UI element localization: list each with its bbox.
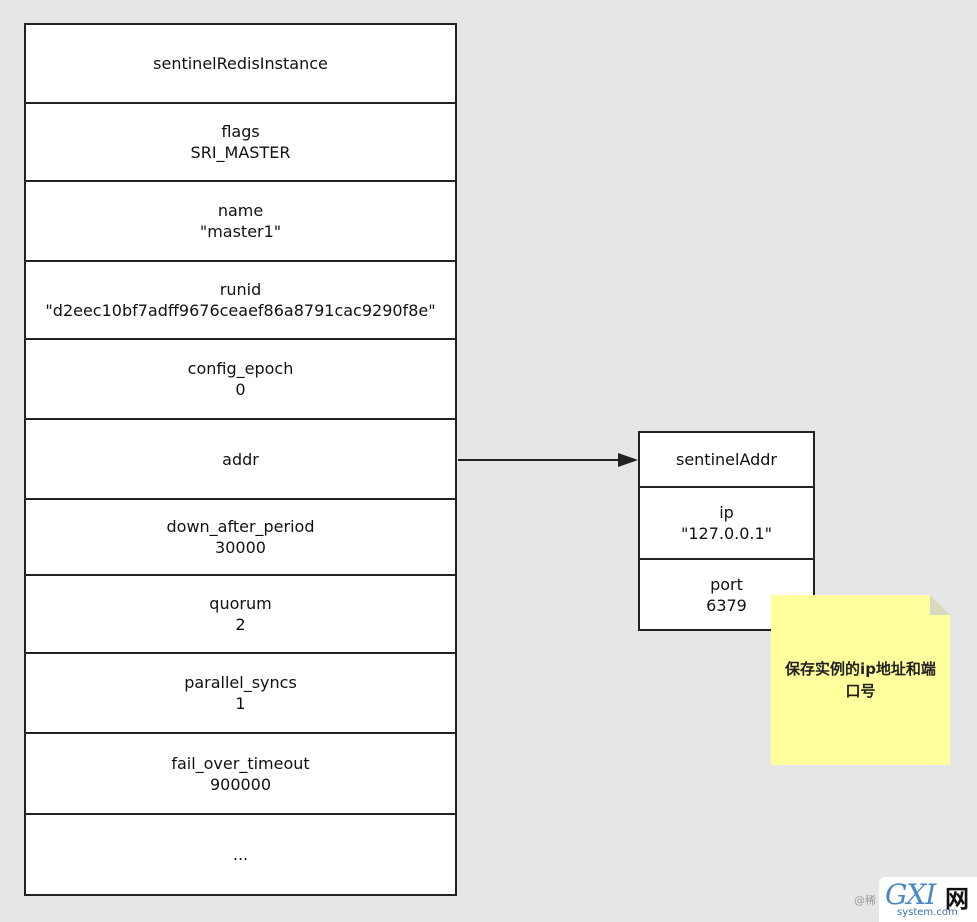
cell-value: "127.0.0.1"	[680, 524, 773, 543]
note-text: 保存实例的ip地址和端口号	[785, 660, 936, 700]
struct-cell: ...	[26, 815, 455, 894]
watermark-brand-cn: 网	[945, 884, 969, 913]
cell-value: 2	[235, 615, 246, 634]
struct-cell: config_epoch 0	[26, 340, 455, 420]
cell-value: 30000	[215, 538, 266, 557]
watermark-logo: GXI 网 system.com	[879, 877, 977, 922]
cell-label: runid	[219, 280, 262, 299]
cell-label: addr	[222, 449, 259, 469]
struct-cell: parallel_syncs 1	[26, 654, 455, 734]
watermark-brand: GXI	[885, 878, 936, 911]
cell-label: parallel_syncs	[184, 673, 297, 692]
struct-cell: sentinelRedisInstance	[26, 25, 455, 104]
watermark-prefix: @稀	[854, 894, 876, 907]
cell-label: sentinelAddr	[675, 450, 778, 469]
cell-value: "d2eec10bf7adff9676ceaef86a8791cac9290f8…	[45, 301, 436, 320]
note-fold-corner	[930, 595, 950, 615]
struct-cell: runid "d2eec10bf7adff9676ceaef86a8791cac9…	[26, 262, 455, 340]
struct-cell: down_after_period 30000	[26, 500, 455, 576]
cell-value: 0	[235, 380, 246, 399]
cell-label: config_epoch	[187, 359, 294, 378]
sticky-note: 保存实例的ip地址和端口号	[771, 595, 950, 765]
cell-label: name	[217, 201, 264, 220]
struct-cell-addr: addr	[26, 420, 455, 500]
addr-cell: sentinelAddr	[640, 433, 813, 488]
cell-value: 900000	[209, 774, 272, 794]
cell-value: SRI_MASTER	[190, 143, 291, 162]
cell-value: 1	[235, 694, 246, 713]
cell-label: ip	[719, 503, 734, 522]
watermark-url: system.com	[897, 907, 958, 918]
cell-label: port	[710, 574, 743, 594]
arrow-connector	[458, 453, 638, 467]
cell-label: fail_over_timeout	[171, 753, 310, 773]
cell-label: sentinelRedisInstance	[153, 54, 328, 73]
cell-label: flags	[221, 122, 260, 141]
struct-cell: name "master1"	[26, 182, 455, 262]
cell-label: ...	[232, 845, 249, 864]
cell-label: quorum	[209, 594, 272, 613]
cell-value: "master1"	[199, 222, 282, 241]
cell-label: down_after_period	[166, 517, 315, 536]
addr-cell: ip "127.0.0.1"	[640, 488, 813, 560]
cell-value: 6379	[706, 595, 747, 615]
struct-cell: quorum 2	[26, 576, 455, 654]
